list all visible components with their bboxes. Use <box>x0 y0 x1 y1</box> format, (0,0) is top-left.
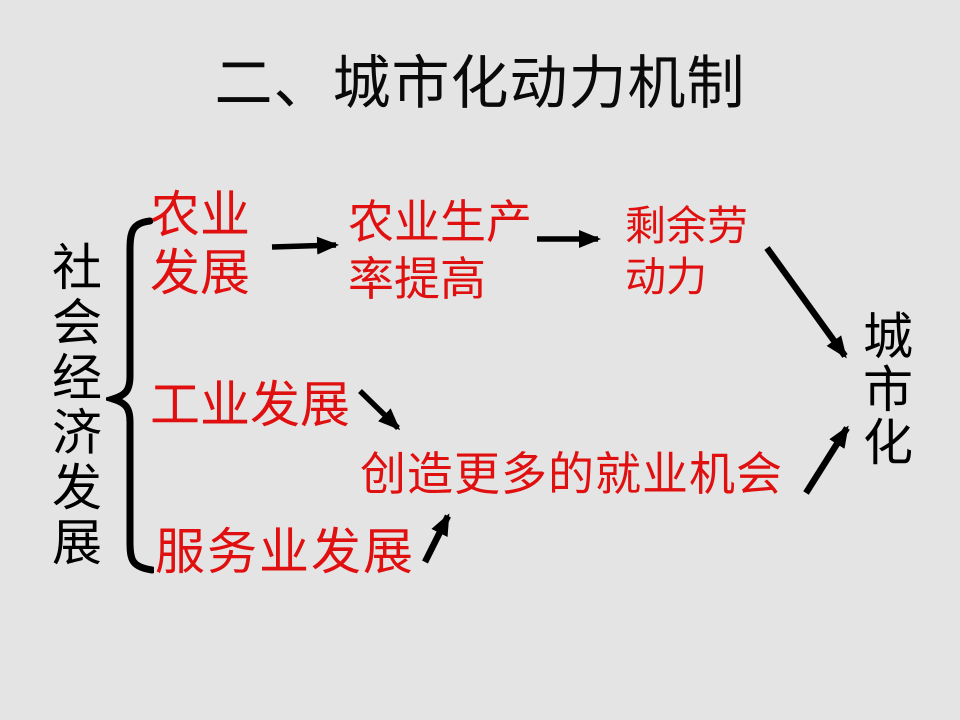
slide-title: 二、城市化动力机制 <box>214 49 746 117</box>
arrow-services-to-jobs <box>422 513 451 564</box>
curly-brace <box>106 217 154 574</box>
node-agricultural-productivity: 农业生产 率提高 <box>348 195 532 306</box>
node-industry-development: 工业发展 <box>150 376 350 434</box>
node-services-development: 服务业发展 <box>155 523 415 581</box>
arrow-agriculture-to-productivity <box>271 236 339 255</box>
arrow-jobs-to-urbanization <box>803 425 850 495</box>
arrow-surplus-labor-to-urbanization <box>764 246 848 359</box>
node-surplus-labor: 剩余劳 动力 <box>625 202 748 301</box>
node-agriculture-development: 农业 发展 <box>150 186 250 302</box>
node-social-economic-development: 社会经济发展 <box>44 241 102 571</box>
arrow-industry-to-jobs <box>358 389 401 431</box>
node-urbanization: 城市化 <box>855 310 913 469</box>
node-more-jobs: 创造更多的就业机会 <box>360 447 783 501</box>
